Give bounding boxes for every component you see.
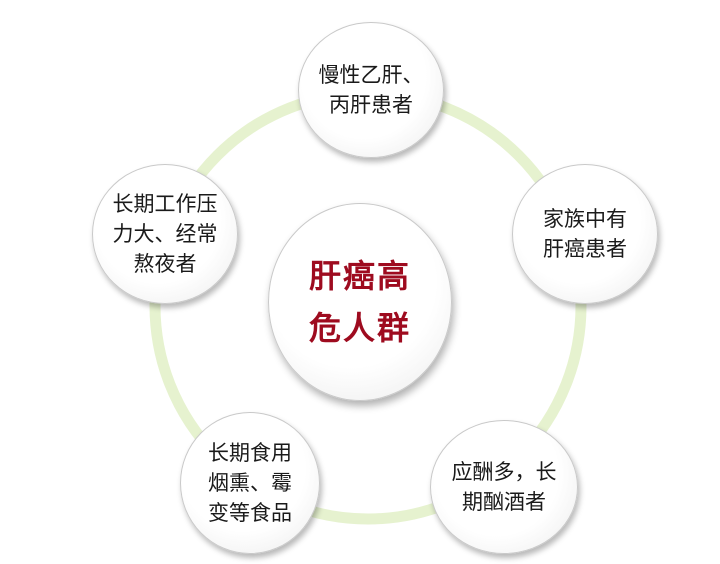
node-label-line: 长期工作压 (112, 192, 218, 216)
center-label-line: 肝癌高 (308, 257, 411, 295)
risk-node-family-history: 家族中有 肝癌患者 (512, 164, 658, 304)
risk-node-work-stress: 长期工作压 力大、经常 熬夜者 (92, 164, 238, 304)
node-label-line: 期酗酒者 (462, 490, 546, 514)
node-label-line: 力大、经常 (112, 222, 218, 246)
node-label-line: 烟熏、霉 (208, 471, 292, 495)
center-label-line: 危人群 (308, 309, 411, 347)
risk-node-hepatitis: 慢性乙肝、 丙肝患者 (298, 22, 444, 158)
risk-node-diet: 长期食用 烟熏、霉 变等食品 (180, 412, 320, 554)
node-label: 长期工作压 力大、经常 熬夜者 (113, 189, 218, 279)
node-label: 长期食用 烟熏、霉 变等食品 (208, 438, 292, 528)
center-label: 肝癌高 危人群 (309, 250, 411, 354)
center-circle: 肝癌高 危人群 (268, 203, 452, 401)
node-label-line: 应酬多，长 (451, 460, 557, 484)
node-label-line: 丙肝患者 (329, 93, 413, 117)
node-label-line: 变等食品 (208, 501, 292, 525)
risk-node-alcohol: 应酬多，长 期酗酒者 (430, 420, 578, 554)
node-label-line: 熬夜者 (133, 252, 197, 276)
node-label: 家族中有 肝癌患者 (543, 204, 627, 264)
node-label: 慢性乙肝、 丙肝患者 (319, 60, 424, 120)
node-label-line: 长期食用 (208, 441, 292, 465)
node-label-line: 肝癌患者 (543, 237, 627, 261)
node-label: 应酬多，长 期酗酒者 (452, 457, 557, 517)
node-label-line: 慢性乙肝、 (318, 63, 424, 87)
node-label-line: 家族中有 (543, 207, 627, 231)
